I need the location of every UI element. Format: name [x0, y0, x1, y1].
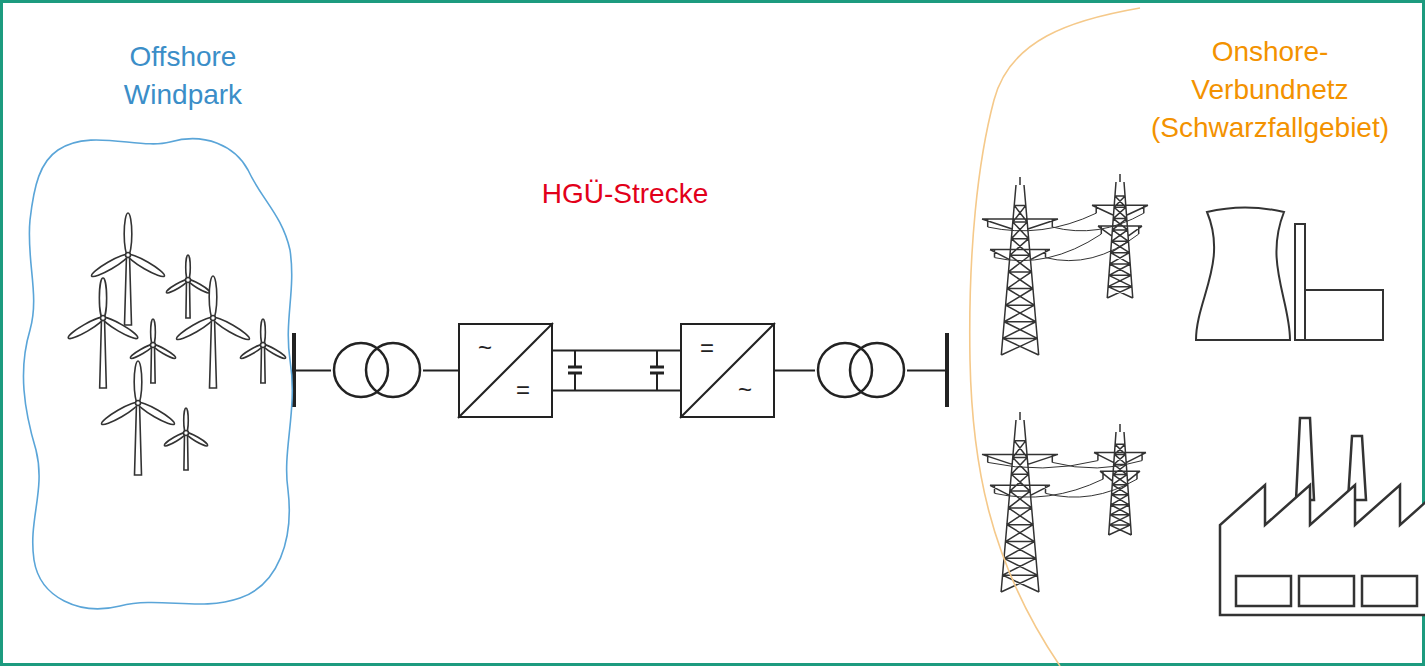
region-outline	[948, 0, 1425, 666]
capacitor-symbol	[568, 350, 582, 390]
onshore-region: Onshore- Verbundnetz (Schwarzfallgebiet)	[948, 0, 1425, 666]
converter-box: ~=	[458, 323, 553, 418]
converter-sign: ~	[478, 337, 492, 359]
transformer-symbol	[815, 340, 907, 400]
converter-box: =~	[680, 323, 775, 418]
region-heading: Onshore- Verbundnetz (Schwarzfallgebiet)	[1151, 33, 1389, 147]
converter-diagonal	[680, 323, 775, 418]
dc-link	[553, 351, 680, 391]
region-heading: Offshore Windpark	[124, 38, 242, 114]
converter-sign: ~	[738, 379, 752, 401]
factory	[1220, 418, 1425, 615]
wind-turbines	[67, 213, 287, 475]
transformer-symbol	[331, 340, 423, 400]
converter-sign: =	[700, 337, 714, 359]
converter-sign: =	[516, 379, 530, 401]
power-plant	[1196, 208, 1383, 341]
capacitor-symbol	[650, 350, 664, 390]
converter-diagonal	[458, 323, 553, 418]
section-label: HGÜ-Strecke	[542, 178, 708, 210]
power-pylons	[982, 174, 1148, 592]
offshore-region: Offshore Windpark	[18, 20, 295, 620]
